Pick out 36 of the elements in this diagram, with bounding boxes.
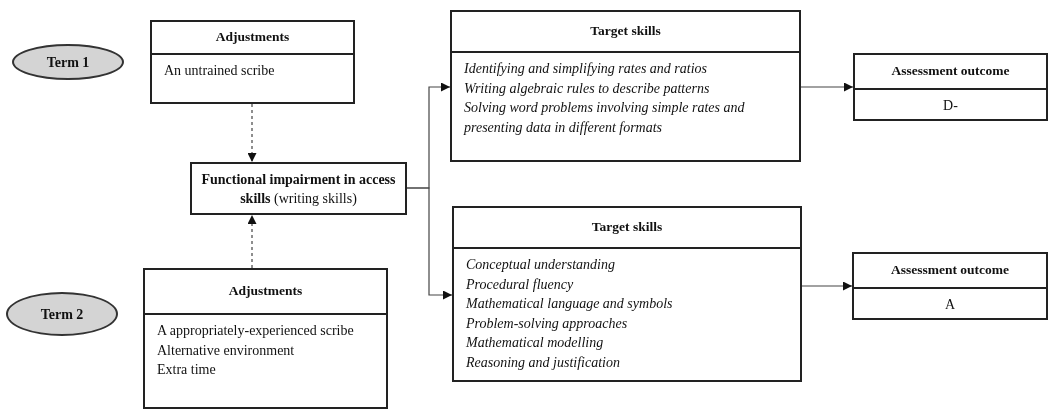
box-item: D- [943, 97, 958, 115]
box-item: Extra time [157, 361, 217, 379]
box-text: Functional impairment in access skills (writing skills) [200, 170, 397, 208]
box-item: Reasoning and justification [466, 353, 621, 372]
term-ellipse: Term 2 [6, 292, 118, 336]
process-box [190, 162, 407, 215]
term-ellipse: Term 1 [12, 44, 124, 80]
box-item: A [944, 296, 956, 314]
box-heading: Adjustments [228, 282, 303, 301]
box-item: Writing algebraic rules to describe patterns [464, 79, 711, 98]
box-item: Mathematical modelling [466, 334, 605, 352]
box-heading: Adjustments [215, 28, 290, 47]
box-heading: Assessment outcome [890, 261, 1010, 280]
box-item: Identifying and simplifying rates and ratios [464, 60, 709, 78]
table-box [852, 252, 1048, 320]
table-box [452, 206, 802, 382]
box-item: Solving word problems involving simple rates and presenting data in different formats [464, 99, 746, 137]
box-item: Problem-solving approaches [466, 314, 629, 333]
arrow [247, 214, 257, 269]
box-item: A appropriately-experienced scribe [157, 322, 355, 340]
box-item: An untrained scribe [164, 62, 276, 80]
arrow [800, 82, 854, 92]
arrow [406, 187, 453, 300]
box-item: Procedural fluency [466, 275, 575, 294]
table-box [143, 268, 388, 409]
box-item: Alternative environment [157, 341, 296, 360]
box-item: Mathematical language and symbols [466, 295, 674, 313]
table-box [450, 10, 801, 162]
table-box [150, 20, 355, 104]
box-heading: Target skills [590, 22, 661, 41]
box-item: Conceptual understanding [466, 256, 616, 274]
box-heading: Assessment outcome [891, 62, 1010, 81]
table-box [853, 53, 1048, 121]
arrow [247, 103, 257, 163]
arrow [801, 281, 853, 291]
box-heading: Target skills [591, 218, 663, 237]
